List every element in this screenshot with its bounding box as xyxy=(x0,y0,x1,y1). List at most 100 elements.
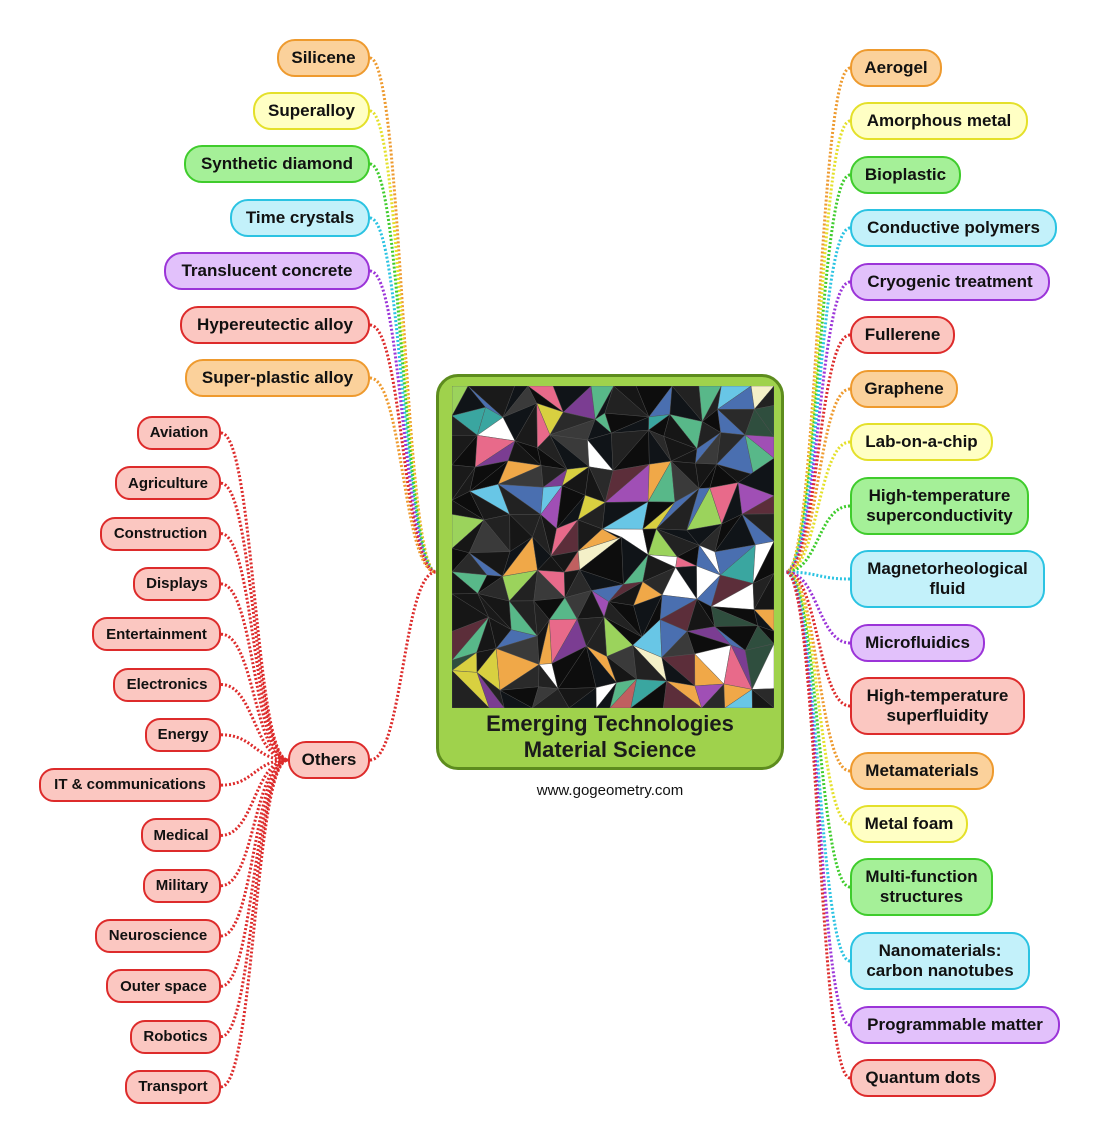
central-topic[interactable]: Emerging Technologies Material Science xyxy=(436,374,784,770)
subtopic-entertainment[interactable]: Entertainment xyxy=(92,617,221,652)
connector-robotics xyxy=(220,758,289,1039)
node-label: Energy xyxy=(157,726,209,744)
topic-hypereutectic-alloy[interactable]: Hypereutectic alloy xyxy=(180,306,370,344)
subtopic-military[interactable]: Military xyxy=(143,868,221,903)
topic-amorphous-metal[interactable]: Amorphous metal xyxy=(850,102,1028,140)
node-label: Entertainment xyxy=(106,625,207,643)
topic-time-crystals[interactable]: Time crystals xyxy=(230,199,370,237)
connector-electronics xyxy=(220,683,289,762)
subtopic-construction[interactable]: Construction xyxy=(100,516,221,551)
node-label: carbon nanotubes xyxy=(866,961,1014,980)
node-label: Displays xyxy=(146,575,208,593)
subtopic-outer-space[interactable]: Outer space xyxy=(106,969,221,1004)
connector-high-temperature-superfluidity xyxy=(785,570,851,708)
topic-translucent-concrete[interactable]: Translucent concrete xyxy=(164,252,370,290)
topic-metal-foam[interactable]: Metal foam xyxy=(850,805,968,843)
topic-bioplastic[interactable]: Bioplastic xyxy=(850,156,961,194)
subtopic-energy[interactable]: Energy xyxy=(145,717,221,752)
connector-silicene xyxy=(369,56,437,574)
topic-superalloy[interactable]: Superalloy xyxy=(253,92,370,130)
node-label: Microfluidics xyxy=(865,633,970,653)
connector-aviation xyxy=(220,431,289,762)
connector-super-plastic-alloy xyxy=(369,376,437,574)
topic-aerogel[interactable]: Aerogel xyxy=(850,49,942,87)
subtopic-neuroscience[interactable]: Neuroscience xyxy=(95,919,221,953)
topic-graphene[interactable]: Graphene xyxy=(850,370,958,408)
node-label: Translucent concrete xyxy=(181,261,353,281)
topic-fullerene[interactable]: Fullerene xyxy=(850,316,955,354)
node-label: Lab-on-a-chip xyxy=(865,432,978,452)
node-label: fluid xyxy=(929,579,966,598)
website-credit: www.gogeometry.com xyxy=(536,782,684,799)
connector-neuroscience xyxy=(220,758,289,938)
topic-cryogenic-treatment[interactable]: Cryogenic treatment xyxy=(850,263,1050,301)
subtopic-displays[interactable]: Displays xyxy=(133,566,221,601)
node-label: IT & communications xyxy=(54,776,206,794)
node-label: Metamaterials xyxy=(865,761,979,781)
node-label: Graphene xyxy=(864,379,944,399)
topic-programmable-matter[interactable]: Programmable matter xyxy=(850,1006,1060,1044)
node-label: Super-plastic alloy xyxy=(201,368,354,388)
topic-super-plastic-alloy[interactable]: Super-plastic alloy xyxy=(185,359,370,397)
triangulated-mosaic-image xyxy=(452,386,774,708)
node-label: Conductive polymers xyxy=(867,218,1040,238)
node-label: Bioplastic xyxy=(864,165,947,185)
node-label: High-temperature xyxy=(866,686,1009,706)
connector-bioplastic xyxy=(785,173,851,574)
node-label: Synthetic diamond xyxy=(200,154,354,174)
node-label: Neuroscience xyxy=(108,927,208,945)
node-label: Medical xyxy=(153,826,209,844)
connector-others xyxy=(369,570,437,762)
subtopic-it-and-communications[interactable]: IT & communications xyxy=(39,768,221,803)
node-label: Nanomaterials: xyxy=(878,941,1002,961)
node-label: Multi-function xyxy=(865,867,978,887)
topic-nanomaterials-carbon-nanotubes[interactable]: Nanomaterials:carbon nanotubes xyxy=(850,932,1030,990)
node-label: superfluidity xyxy=(886,706,989,725)
topic-synthetic-diamond[interactable]: Synthetic diamond xyxy=(184,145,370,183)
node-label: Programmable matter xyxy=(867,1015,1043,1035)
connector-outer-space xyxy=(220,758,289,988)
subtopic-robotics[interactable]: Robotics xyxy=(130,1019,221,1054)
node-label: Metal foam xyxy=(864,814,954,834)
central-title-line-2: Material Science xyxy=(523,737,697,762)
connector-time-crystals xyxy=(369,216,437,574)
connector-hypereutectic-alloy xyxy=(369,323,437,574)
node-label: Cryogenic treatment xyxy=(867,272,1033,292)
connector-construction xyxy=(220,532,289,762)
topic-quantum-dots[interactable]: Quantum dots xyxy=(850,1059,996,1097)
connector-metal-foam xyxy=(785,570,851,826)
connector-graphene xyxy=(785,387,851,574)
topic-conductive-polymers[interactable]: Conductive polymers xyxy=(850,209,1057,247)
topic-silicene[interactable]: Silicene xyxy=(277,39,370,77)
connector-medical xyxy=(220,758,289,837)
subtopic-transport[interactable]: Transport xyxy=(125,1069,221,1104)
connector-superalloy xyxy=(369,109,437,574)
topic-lab-on-a-chip[interactable]: Lab-on-a-chip xyxy=(850,423,993,461)
topic-microfluidics[interactable]: Microfluidics xyxy=(850,624,985,662)
connector-entertainment xyxy=(220,632,289,762)
node-label: Fullerene xyxy=(864,325,941,345)
subtopic-agriculture[interactable]: Agriculture xyxy=(115,466,221,501)
node-label: Transport xyxy=(138,1078,208,1096)
node-label: Time crystals xyxy=(245,208,355,228)
node-label: superconductivity xyxy=(866,506,1013,525)
connector-multi-function-structures xyxy=(785,570,851,889)
topic-metamaterials[interactable]: Metamaterials xyxy=(850,752,994,790)
node-label: Others xyxy=(301,750,357,770)
node-label: Superalloy xyxy=(268,101,355,121)
connector-aerogel xyxy=(785,66,851,574)
connector-translucent-concrete xyxy=(369,269,437,574)
node-label: Aviation xyxy=(149,424,209,442)
subtopic-aviation[interactable]: Aviation xyxy=(137,416,221,450)
subtopic-electronics[interactable]: Electronics xyxy=(113,667,221,702)
node-label: Aerogel xyxy=(864,58,928,78)
central-title-line-1: Emerging Technologies xyxy=(486,711,734,736)
topic-others[interactable]: Others xyxy=(288,741,370,779)
subtopic-medical[interactable]: Medical xyxy=(141,818,221,853)
connector-nanomaterials-carbon-nanotubes xyxy=(785,570,851,963)
